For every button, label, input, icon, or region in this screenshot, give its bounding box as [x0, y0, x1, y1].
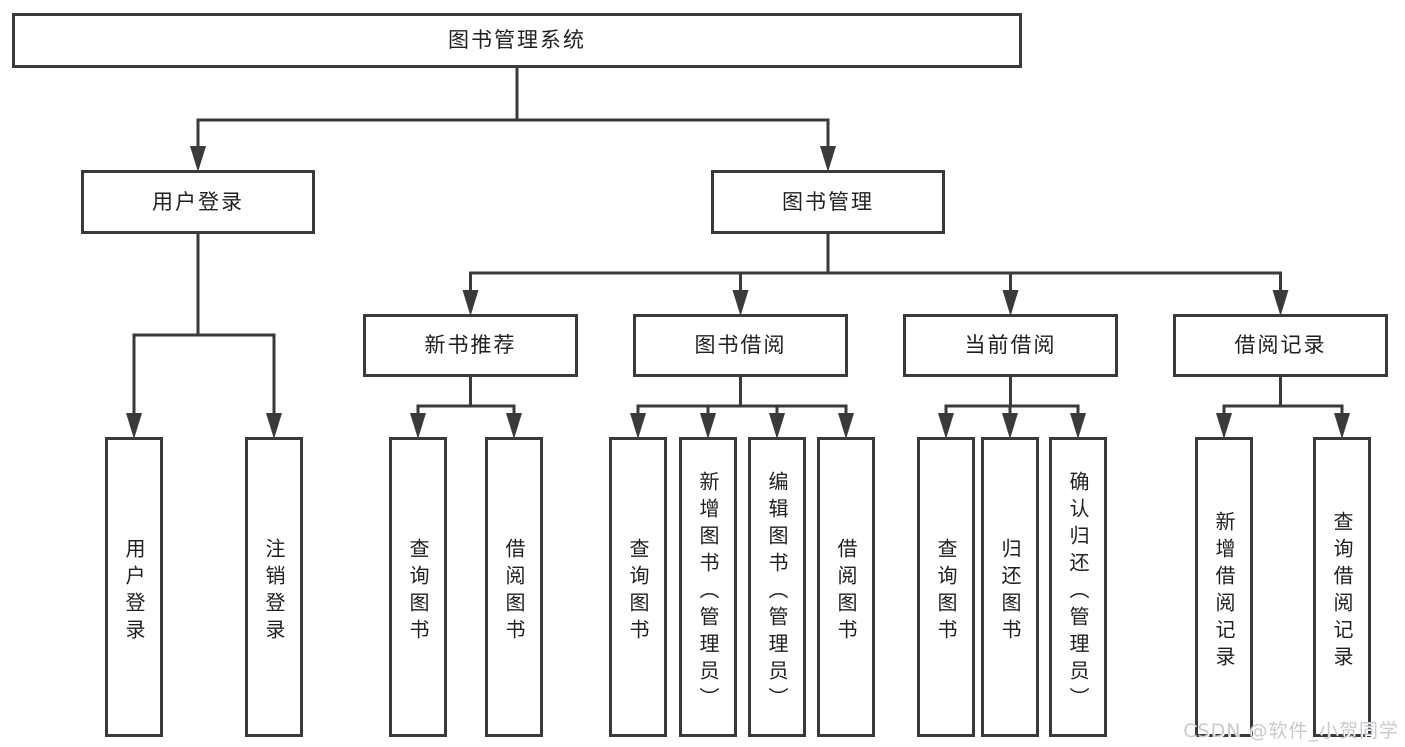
node-leaf-query-book-2: 查询图书	[609, 437, 667, 737]
node-leaf-add-book: 新增图书（管理员）	[679, 437, 737, 737]
node-user-login: 用户登录	[81, 170, 315, 234]
node-new-book-rec: 新书推荐	[363, 314, 578, 377]
node-leaf-add-borrow-record: 新增借阅记录	[1195, 437, 1253, 737]
node-current-borrow: 当前借阅	[903, 314, 1118, 377]
node-leaf-edit-book: 编辑图书（管理员）	[748, 437, 806, 737]
node-leaf-borrow-book-2: 借阅图书	[817, 437, 875, 737]
node-leaf-query-borrow-record: 查询借阅记录	[1313, 437, 1371, 737]
node-root: 图书管理系统	[12, 13, 1022, 68]
node-leaf-borrow-book-1: 借阅图书	[485, 437, 543, 737]
node-leaf-confirm-return: 确认归还（管理员）	[1049, 437, 1107, 737]
node-book-borrow: 图书借阅	[633, 314, 848, 377]
node-book-mgmt: 图书管理	[711, 170, 945, 234]
node-leaf-logout: 注销登录	[245, 437, 303, 737]
node-borrow-record: 借阅记录	[1173, 314, 1388, 377]
node-leaf-query-book-3: 查询图书	[917, 437, 975, 737]
node-leaf-query-book-1: 查询图书	[389, 437, 447, 737]
node-leaf-return-book: 归还图书	[981, 437, 1039, 737]
watermark: CSDN @软件_小贺同学	[1183, 720, 1399, 742]
node-leaf-user-login: 用户登录	[105, 437, 163, 737]
